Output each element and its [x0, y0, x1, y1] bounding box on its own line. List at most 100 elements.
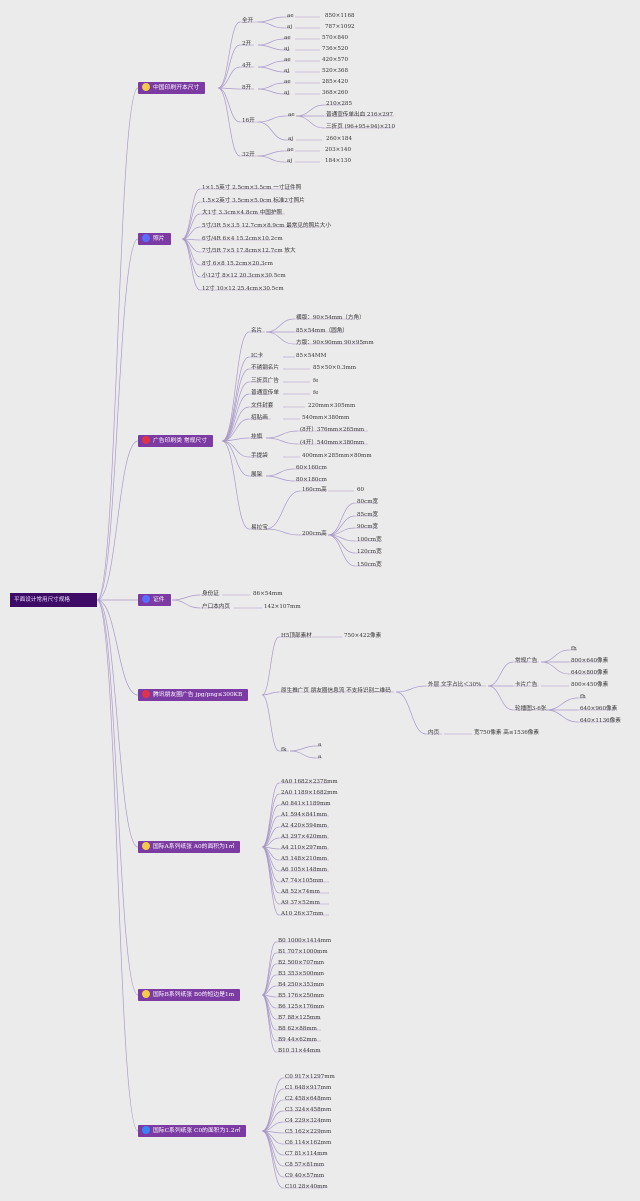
node-h5[interactable]: H5顶部素材: [281, 633, 312, 639]
branch-photo[interactable]: 照片: [138, 233, 171, 245]
node-value: 210×285: [326, 101, 353, 107]
b-size-item: B8 62×88mm: [278, 1026, 317, 1032]
b-size-item: B7 88×125mm: [278, 1015, 321, 1021]
node-regular-ad[interactable]: 常规广告: [515, 658, 538, 664]
node-card-ad[interactable]: 卡片广告: [515, 682, 538, 688]
node-value: 80×180cm: [296, 477, 327, 483]
a-size-item: A4 210×297mm: [281, 845, 328, 851]
node-value: 三折页 (96+95+94)×210: [326, 124, 396, 130]
c-size-item: C7 81×114mm: [285, 1151, 328, 1157]
node-value: 787×1092: [325, 24, 355, 30]
node-full[interactable]: 全开: [242, 18, 254, 24]
branch-b-series[interactable]: 国际B系列纸张 B0的短边是1m: [138, 989, 241, 1001]
photo-item: 8寸 6×8 15.2cm×20.3cm: [202, 261, 273, 267]
c-size-item: C0 917×1297mm: [285, 1074, 335, 1080]
b-size-item: B10 31×44mm: [278, 1048, 321, 1054]
node-value: 400mm×285mm×80mm: [302, 453, 372, 459]
branch-ad-print[interactable]: 广告印刷类 常规尺寸: [138, 435, 214, 447]
node-id-card[interactable]: 身份证: [202, 591, 219, 597]
c-size-item: C3 324×458mm: [285, 1107, 332, 1113]
node-value: 850×1168: [325, 13, 355, 19]
node-value: fh: [580, 694, 586, 700]
c-size-item: C2 458×648mm: [285, 1096, 332, 1102]
node-trifold[interactable]: 三折页广告: [251, 378, 279, 384]
node-value: 85×54MM: [296, 353, 327, 359]
node-xiao: aj: [284, 46, 290, 52]
node-value: 520×368: [322, 68, 349, 74]
a-size-item: A10 26×37mm: [281, 911, 324, 917]
branch-label: 国际C系列纸张 C0的面积为1.2㎡: [153, 1128, 241, 1134]
a-size-item: 4A0 1682×2378mm: [281, 779, 338, 785]
diamond-icon: [142, 990, 150, 998]
node-envelope[interactable]: 文件封套: [251, 403, 274, 409]
node-outer[interactable]: 外层 文字占比＜30%: [428, 682, 482, 688]
node-16k[interactable]: 16开: [242, 118, 255, 124]
node-200[interactable]: 200cm高: [302, 531, 327, 537]
node-value: a: [318, 754, 322, 760]
node-da: ae: [287, 13, 294, 19]
node-value: 220mm×305mm: [308, 403, 356, 409]
branch-a-series[interactable]: 国际A系列纸张 A0的面积为1㎡: [138, 841, 241, 853]
node-value: 100cm宽: [357, 537, 382, 543]
branch-label: 国际A系列纸张 A0的面积为1㎡: [153, 844, 235, 850]
node-value: 640×1136像素: [580, 718, 621, 724]
branch-certificate[interactable]: 证件: [138, 594, 171, 606]
b-size-item: B0 1000×1414mm: [278, 938, 332, 944]
node-native[interactable]: 原生推广页 朋友圈信息流 不支持识别二维码: [281, 688, 391, 694]
a-size-item: A6 105×148mm: [281, 867, 328, 873]
node-steel-card[interactable]: 不锈钢名片: [251, 365, 279, 371]
node-flyer[interactable]: 普通宣传单: [251, 390, 279, 396]
a-size-item: A1 594×841mm: [281, 812, 328, 818]
node-banner[interactable]: 挂旗: [251, 434, 263, 440]
branch-label: 国际B系列纸张 B0的短边是1m: [153, 992, 235, 998]
c-size-item: C1 648×917mm: [285, 1085, 332, 1091]
branch-print-sizes[interactable]: 中国印刷开本尺寸: [138, 82, 206, 94]
node-value: 420×570: [322, 57, 349, 63]
node-carousel[interactable]: 轮播图3-6张: [515, 706, 547, 712]
root-topic[interactable]: 平面设计常用尺寸规格: [10, 593, 97, 607]
branch-label: 广告印刷类 常规尺寸: [153, 438, 208, 444]
node-ic-card[interactable]: IC卡: [251, 353, 264, 359]
photo-item: 7寸/5R 7×5 17.8cm×12.7cm 放大: [202, 248, 296, 254]
branch-label: 照片: [153, 236, 165, 242]
branch-c-series[interactable]: 国际C系列纸张 C0的面积为1.2㎡: [138, 1125, 247, 1137]
photo-item: 1×1.5英寸 2.5cm×3.5cm 一寸证件照: [202, 185, 302, 191]
a-size-item: 2A0 1189×1682mm: [281, 790, 338, 796]
photo-item: 6寸/4R 6×4 15.2cm×10.2cm: [202, 236, 283, 242]
globe-icon: [142, 1126, 150, 1134]
node-value: 540mm×380mm: [302, 415, 350, 421]
photo-item: 小12寸 8×12 20.3cm×30.5cm: [202, 273, 286, 279]
b-size-item: B6 125×176mm: [278, 1004, 325, 1010]
node-handbag[interactable]: 手提袋: [251, 453, 268, 459]
a-size-item: A2 420×594mm: [281, 823, 328, 829]
node-4k[interactable]: 4开: [242, 63, 252, 69]
node-da: ae: [287, 147, 294, 153]
node-xiao: aj: [287, 158, 293, 164]
branch-tencent-ads[interactable]: 腾讯朋友圈广告 jpg/png≤300KB: [138, 689, 249, 701]
node-rollup[interactable]: 易拉宝: [251, 525, 268, 531]
node-value: 203×140: [325, 147, 352, 153]
photo-icon: [142, 234, 150, 242]
node-display-stand[interactable]: 展架: [251, 472, 263, 478]
node-fk[interactable]: fk: [281, 747, 287, 753]
node-value: 736×520: [322, 46, 349, 52]
node-business-card[interactable]: 名片: [251, 328, 263, 334]
branch-label: 腾讯朋友圈广告 jpg/png≤300KB: [153, 692, 243, 698]
a-size-item: A8 52×74mm: [281, 889, 320, 895]
node-8k[interactable]: 8开: [242, 85, 252, 91]
node-160[interactable]: 160cm高: [302, 487, 327, 493]
node-da: ae: [288, 112, 295, 118]
c-size-item: C9 40×57mm: [285, 1173, 325, 1179]
c-size-item: C6 114×162mm: [285, 1140, 332, 1146]
branch-label: 证件: [153, 597, 165, 603]
node-2k[interactable]: 2开: [242, 41, 252, 47]
node-inner[interactable]: 内页: [428, 730, 440, 736]
node-32k[interactable]: 32开: [242, 152, 255, 158]
node-hukou[interactable]: 户口本内页: [202, 604, 230, 610]
c-size-item: C5 162×229mm: [285, 1129, 332, 1135]
node-value: fe: [313, 378, 319, 384]
node-xiao: aj: [284, 68, 290, 74]
node-poster[interactable]: 招贴画: [251, 415, 268, 421]
node-value: 150cm宽: [357, 562, 382, 568]
node-value: 86×54mm: [253, 591, 283, 597]
